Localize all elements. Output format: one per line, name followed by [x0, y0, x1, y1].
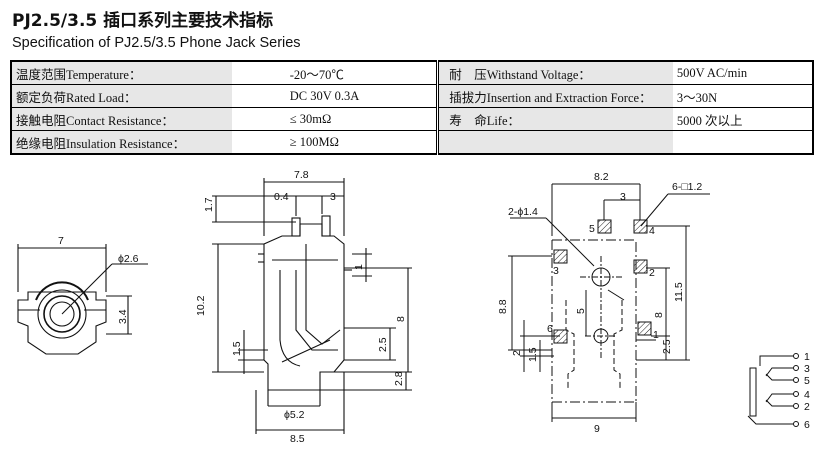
spec-label: 绝缘电阻Insulation Resistance：: [10, 130, 232, 155]
spec-table: 温度范围Temperature： -20～70℃ 耐 压Withstand Vo…: [10, 60, 815, 155]
dim-8-5: 8.5: [290, 433, 305, 445]
dim-2-phi-1-4: 2-ϕ1.4: [508, 206, 538, 218]
spec-label: 寿 命Life：: [436, 107, 673, 131]
pad-label-5: 5: [589, 223, 595, 235]
schem-pin-1: 1: [804, 351, 810, 363]
spec-value: -20～70℃: [231, 60, 439, 85]
dim-3-top: 3: [330, 191, 336, 203]
dim-phi-2-6: ϕ2.6: [118, 253, 139, 265]
schem-pin-2: 2: [804, 401, 810, 413]
schematic: [747, 353, 799, 427]
spec-value: ≤ 30mΩ: [231, 107, 439, 131]
dim-2-8: 2.8: [393, 371, 405, 386]
dim-0-4: 0.4: [274, 191, 289, 203]
table-row: 绝缘电阻Insulation Resistance： ≥ 100MΩ: [10, 130, 815, 155]
spec-label: 耐 压Withstand Voltage：: [436, 60, 673, 85]
dim-8-8: 8.8: [497, 299, 509, 314]
spec-label: [436, 130, 673, 155]
table-row: 温度范围Temperature： -20～70℃ 耐 压Withstand Vo…: [10, 60, 815, 85]
dim-8-side: 8: [395, 316, 407, 322]
dim-2-5-pcb: 2.5: [661, 339, 673, 354]
spec-value: 3～30N: [672, 84, 815, 108]
spec-value: 500V AC/min: [672, 60, 815, 85]
dim-8-pcb: 8: [653, 312, 665, 318]
dim-10-2: 10.2: [195, 295, 207, 316]
dim-7-8: 7.8: [294, 169, 309, 181]
spec-value: ≥ 100MΩ: [231, 130, 439, 155]
title-chinese: PJ2.5/3.5 插口系列主要技术指标: [12, 11, 274, 31]
table-row: 接触电阻Contact Resistance： ≤ 30mΩ 寿 命Life： …: [10, 107, 815, 131]
spec-label: 额定负荷Rated Load：: [10, 84, 232, 108]
schem-pin-3: 3: [804, 363, 810, 375]
dim-1-5-side: 1.5: [231, 341, 243, 356]
dim-2: 2: [511, 350, 523, 356]
schem-pin-6: 6: [804, 419, 810, 431]
side-view: [212, 178, 412, 434]
dim-3-4: 3.4: [117, 309, 129, 324]
dim-1-5-pcb: 1.5: [527, 347, 539, 362]
dim-11-5: 11.5: [673, 282, 685, 302]
dim-3-pcb: 3: [620, 191, 626, 203]
dim-1-7: 1.7: [203, 197, 215, 212]
dim-8-2: 8.2: [594, 171, 609, 183]
table-row: 额定负荷Rated Load： DC 30V 0.3A 插拔力Insertion…: [10, 84, 815, 108]
spec-value: [672, 130, 815, 155]
front-view: [17, 244, 148, 355]
dim-7: 7: [58, 235, 64, 247]
schem-pin-4: 4: [804, 389, 810, 401]
pad-label-2: 2: [649, 267, 655, 279]
dim-6-sq-1-2: 6-□1.2: [672, 181, 702, 193]
pad-label-4: 4: [649, 225, 655, 237]
spec-value: 5000 次以上: [672, 107, 815, 131]
pad-label-3: 3: [553, 265, 559, 277]
pad-label-1: 1: [653, 329, 659, 341]
spec-value: DC 30V 0.3A: [231, 84, 439, 108]
dim-5: 5: [575, 308, 587, 314]
title-english: Specification of PJ2.5/3.5 Phone Jack Se…: [12, 35, 301, 51]
dim-9: 9: [594, 423, 600, 435]
spec-label: 接触电阻Contact Resistance：: [10, 107, 232, 131]
pcb-footprint: [508, 183, 710, 422]
dim-1-side: 1: [353, 264, 365, 270]
schem-pin-5: 5: [804, 375, 810, 387]
dim-2-5-side: 2.5: [377, 337, 389, 352]
pad-label-6: 6: [547, 323, 553, 335]
dim-phi-5-2: ϕ5.2: [284, 409, 305, 421]
